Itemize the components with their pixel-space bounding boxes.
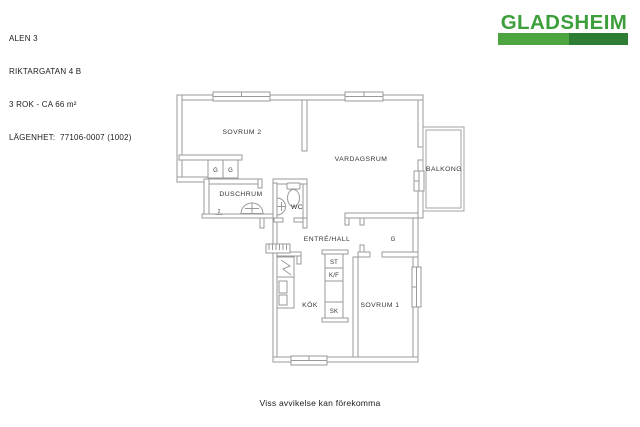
closet-label-kf: K/F [329,273,339,279]
closet-label-g1: G [213,168,218,174]
listing-apartment-id: LÄGENHET: 77106-0007 (1002) [9,133,132,142]
floor-drain-icon: 2 [215,209,223,215]
stove-icon [276,256,295,278]
toilet-icon [286,182,301,207]
sink-icon [276,197,286,216]
listing-info: ALEN 3 RIKTARGATAN 4 B 3 ROK - CA 66 m² … [9,11,132,165]
room-labels: SOVRUM 2 VARDAGSRUM BALKONG DUSCHRUM WC … [219,129,462,309]
cabinet-column [321,249,349,323]
closet-label-g-hall: G [391,237,396,243]
window-icons [212,91,425,366]
logo-bar-right [569,33,628,45]
closet-label-st: ST [330,260,338,266]
closet-label-g2: G [228,168,233,174]
closet-labels: G G G ST K/F SK [213,168,396,315]
window-icon [413,170,425,192]
window-icon [212,91,271,102]
room-label-sovrum1: SOVRUM 1 [360,302,399,309]
window-icon [344,91,384,102]
listing-size: 3 ROK - CA 66 m² [9,100,77,109]
room-label-sovrum2: SOVRUM 2 [222,129,261,136]
room-label-kok: KÖK [302,301,318,309]
wardrobe-icons [207,159,239,179]
window-icon [411,266,422,308]
listing-name: ALEN 3 [9,34,38,43]
room-label-wc: WC [291,204,303,211]
balcony-outline [422,126,465,212]
room-label-vardagsrum: VARDAGSRUM [335,156,388,163]
room-label-duschrum: DUSCHRUM [219,191,262,198]
logo-bar-left [498,33,569,45]
walls [176,94,424,363]
disclaimer-text: Viss avvikelse kan förekomma [259,398,381,408]
gladsheim-logo: GLADSHEIM [498,11,628,45]
listing-address: RIKTARGATAN 4 B [9,67,82,76]
window-icon [290,355,328,366]
kitchen-counter-icon [276,276,295,309]
svg-text:2: 2 [218,209,221,215]
shower-icon [240,202,264,214]
kitchen-sink-icon [265,243,291,254]
room-label-balkong: BALKONG [426,166,462,173]
logo-wordmark: GLADSHEIM [501,11,628,34]
room-label-entre-hall: ENTRÉ/HALL [304,234,350,243]
closet-label-sk: SK [330,309,338,315]
